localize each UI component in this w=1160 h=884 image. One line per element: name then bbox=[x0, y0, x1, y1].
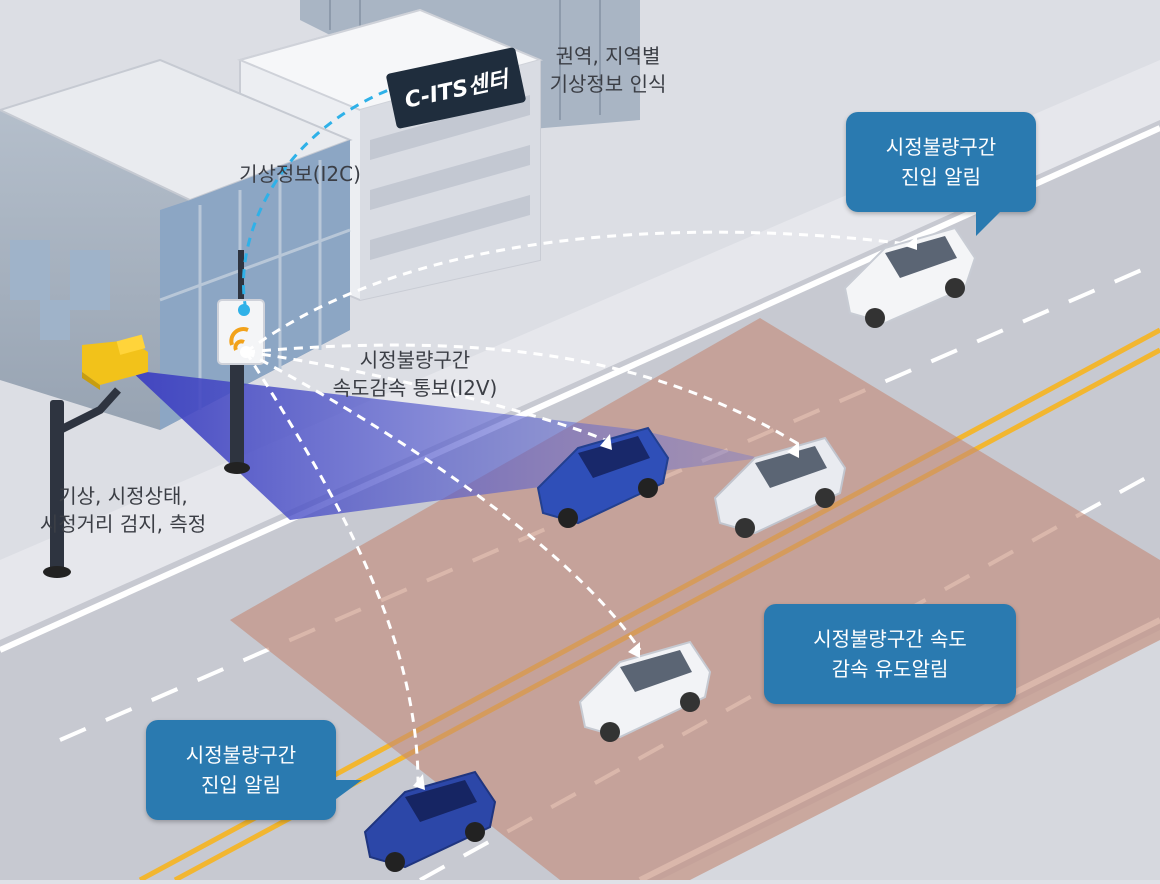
label-line: 시정불량구간 bbox=[300, 346, 530, 374]
bubble-line: 감속 유도알림 bbox=[813, 654, 967, 684]
bubble-tail bbox=[332, 780, 362, 802]
bubble-entry-alert-bottom: 시정불량구간 진입 알림 bbox=[146, 720, 336, 820]
bubble-line: 시정불량구간 속도 bbox=[813, 624, 967, 654]
label-i2v: 시정불량구간 속도감속 통보(I2V) bbox=[300, 346, 530, 402]
label-line: 기상정보 인식 bbox=[528, 70, 688, 98]
label-line: 권역, 지역별 bbox=[528, 42, 688, 70]
bubble-slowdown-alert: 시정불량구간 속도 감속 유도알림 bbox=[764, 604, 1016, 704]
bubble-line: 진입 알림 bbox=[886, 162, 996, 192]
label-detection: 기상, 시정상태, 시정거리 검지, 측정 bbox=[8, 482, 238, 538]
label-i2c: 기상정보(I2C) bbox=[220, 160, 380, 188]
bubble-entry-alert-top: 시정불량구간 진입 알림 bbox=[846, 112, 1036, 212]
bubble-line: 진입 알림 bbox=[186, 770, 296, 800]
bubble-line: 시정불량구간 bbox=[886, 132, 996, 162]
label-region-weather: 권역, 지역별 기상정보 인식 bbox=[528, 42, 688, 98]
label-line: 기상, 시정상태, bbox=[8, 482, 238, 510]
label-line: 속도감속 통보(I2V) bbox=[300, 374, 530, 402]
bubble-tail bbox=[976, 210, 1002, 236]
label-line: 시정거리 검지, 측정 bbox=[8, 510, 238, 538]
bubble-line: 시정불량구간 bbox=[186, 740, 296, 770]
